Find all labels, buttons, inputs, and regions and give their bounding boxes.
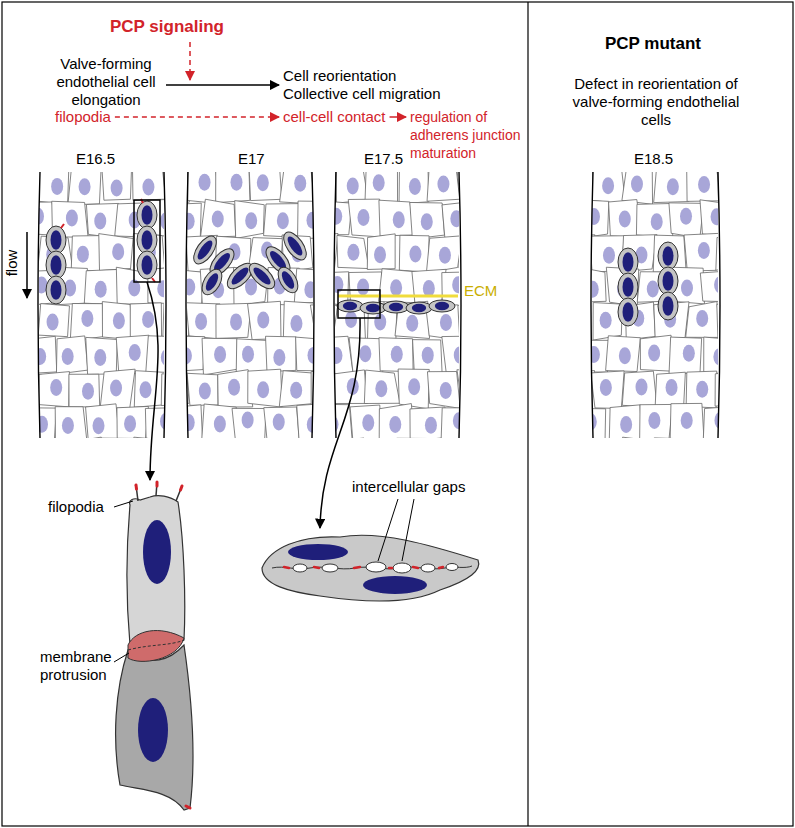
label: membrane protrusion [40,648,120,684]
text-node: cell-cell contact [283,108,386,126]
elongated-cells [116,482,193,810]
endothelium [5,165,767,477]
flow-arrow [26,232,28,298]
node-text: filopodia [55,108,111,126]
zoom-box [338,290,380,318]
arrow [166,84,279,86]
leader-lines [114,499,414,662]
valve-cells [46,199,678,326]
text-node: filopodia [55,108,111,126]
node-text: Cell reorientation Collective cell migra… [283,67,455,103]
arrow [115,116,279,118]
zoom-arrow [320,318,360,528]
panel-divider [527,2,528,826]
label: PCP signaling [110,18,224,36]
text-node: Cell reorientation Collective cell migra… [283,67,455,103]
node-text: Valve-forming endothelial cell elongatio… [50,55,162,109]
label: PCP mutant [605,35,701,53]
ecm-line [338,295,458,298]
pcp-arrow [189,42,191,80]
text-node: Valve-forming endothelial cell elongatio… [50,55,162,109]
label: E17 [238,150,265,168]
label: Defect in reorientation of valve-forming… [566,75,746,129]
flattened-cells [262,535,479,601]
label: E18.5 [634,150,673,168]
zoom-arrow [147,282,158,480]
label: flow [3,243,21,283]
vessel-walls [38,172,720,438]
label: intercellular gaps [352,478,465,496]
node-text: regulation of adherens junction maturati… [410,108,525,162]
node-text: cell-cell contact [283,108,386,126]
label: filopodia [48,498,104,516]
label: E17.5 [364,150,403,168]
label: ECM [464,282,497,300]
label: E16.5 [76,150,115,168]
text-node: regulation of adherens junction maturati… [410,108,525,162]
zoom-box [134,200,160,282]
arrow [390,116,406,118]
